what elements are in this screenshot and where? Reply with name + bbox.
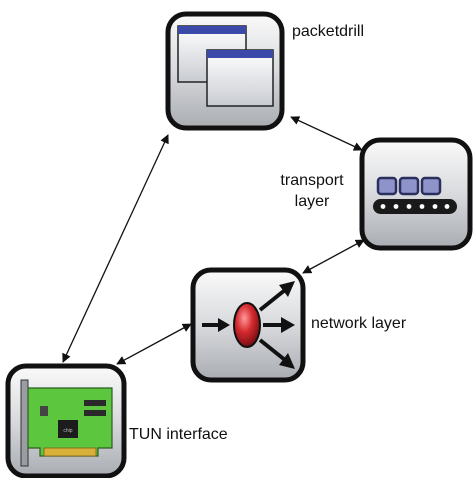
packetdrill-label: packetdrill: [292, 23, 365, 40]
edge-tun-packetdrill: [62, 134, 169, 363]
application-windows-icon: [177, 25, 274, 107]
network-label: network layer: [311, 315, 407, 332]
node-transport: [359, 137, 473, 251]
network-card-icon: chip: [20, 379, 113, 467]
node-packetdrill: [165, 11, 285, 131]
edge-packetdrill-transport: [290, 116, 363, 151]
conveyor-belt-icon: [373, 176, 457, 214]
node-network: [190, 267, 306, 383]
transport-label-line1: transport: [280, 172, 344, 189]
node-tun: chip: [5, 363, 127, 478]
tun-label: TUN interface: [129, 426, 228, 443]
edges: [62, 116, 365, 365]
svg-text:chip: chip: [63, 428, 72, 434]
router-arrows-icon: [202, 281, 295, 369]
edge-transport-network: [302, 239, 365, 274]
transport-label-line2: layer: [294, 193, 330, 210]
edge-network-tun: [116, 323, 192, 365]
